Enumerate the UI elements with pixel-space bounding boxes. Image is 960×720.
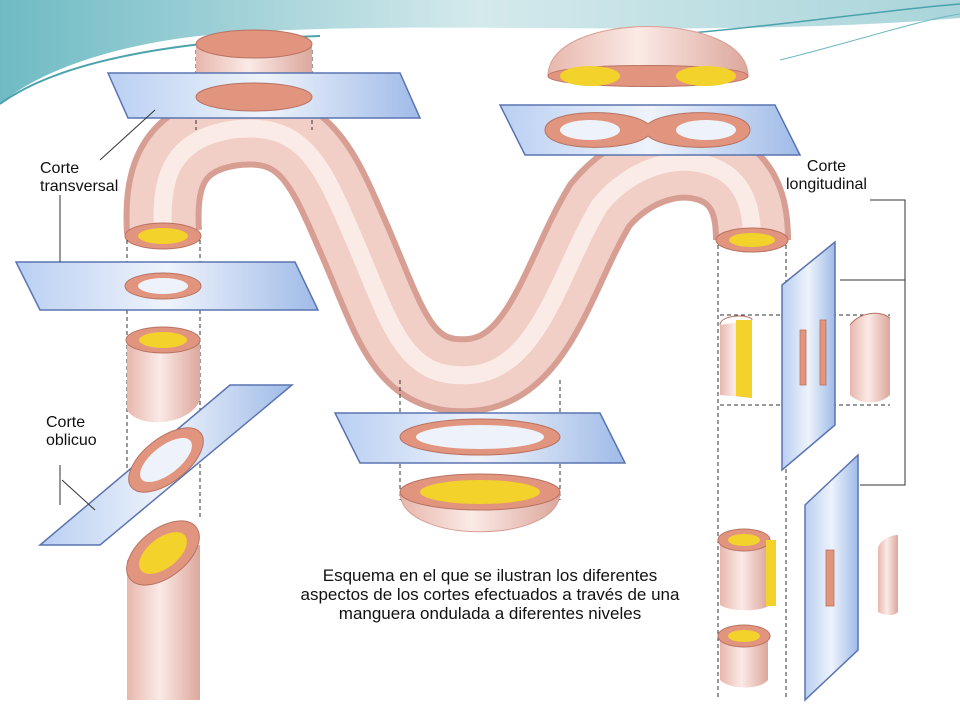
bottom-left-oblique-tube — [126, 520, 200, 700]
left-cylinder-segment — [125, 326, 201, 423]
label-corte-transversal: Corte transversal — [40, 160, 119, 195]
top-right-arch-section — [498, 26, 802, 156]
left-transverse-plane — [14, 261, 320, 311]
label-corte-oblicuo: Corte oblicuo — [46, 414, 97, 449]
right-longitudinal-section-2 — [717, 453, 898, 702]
leader-lines — [59, 109, 906, 511]
label-corte-longitudinal: Corte longitudinal — [786, 158, 867, 193]
top-transverse-section — [106, 29, 422, 119]
oblique-plane — [37, 384, 295, 546]
diagram-caption: Esquema en el que se ilustran los difere… — [300, 566, 680, 623]
right-longitudinal-section-1 — [719, 240, 891, 472]
bottom-center-section — [333, 412, 627, 533]
wavy-hose — [123, 89, 791, 415]
